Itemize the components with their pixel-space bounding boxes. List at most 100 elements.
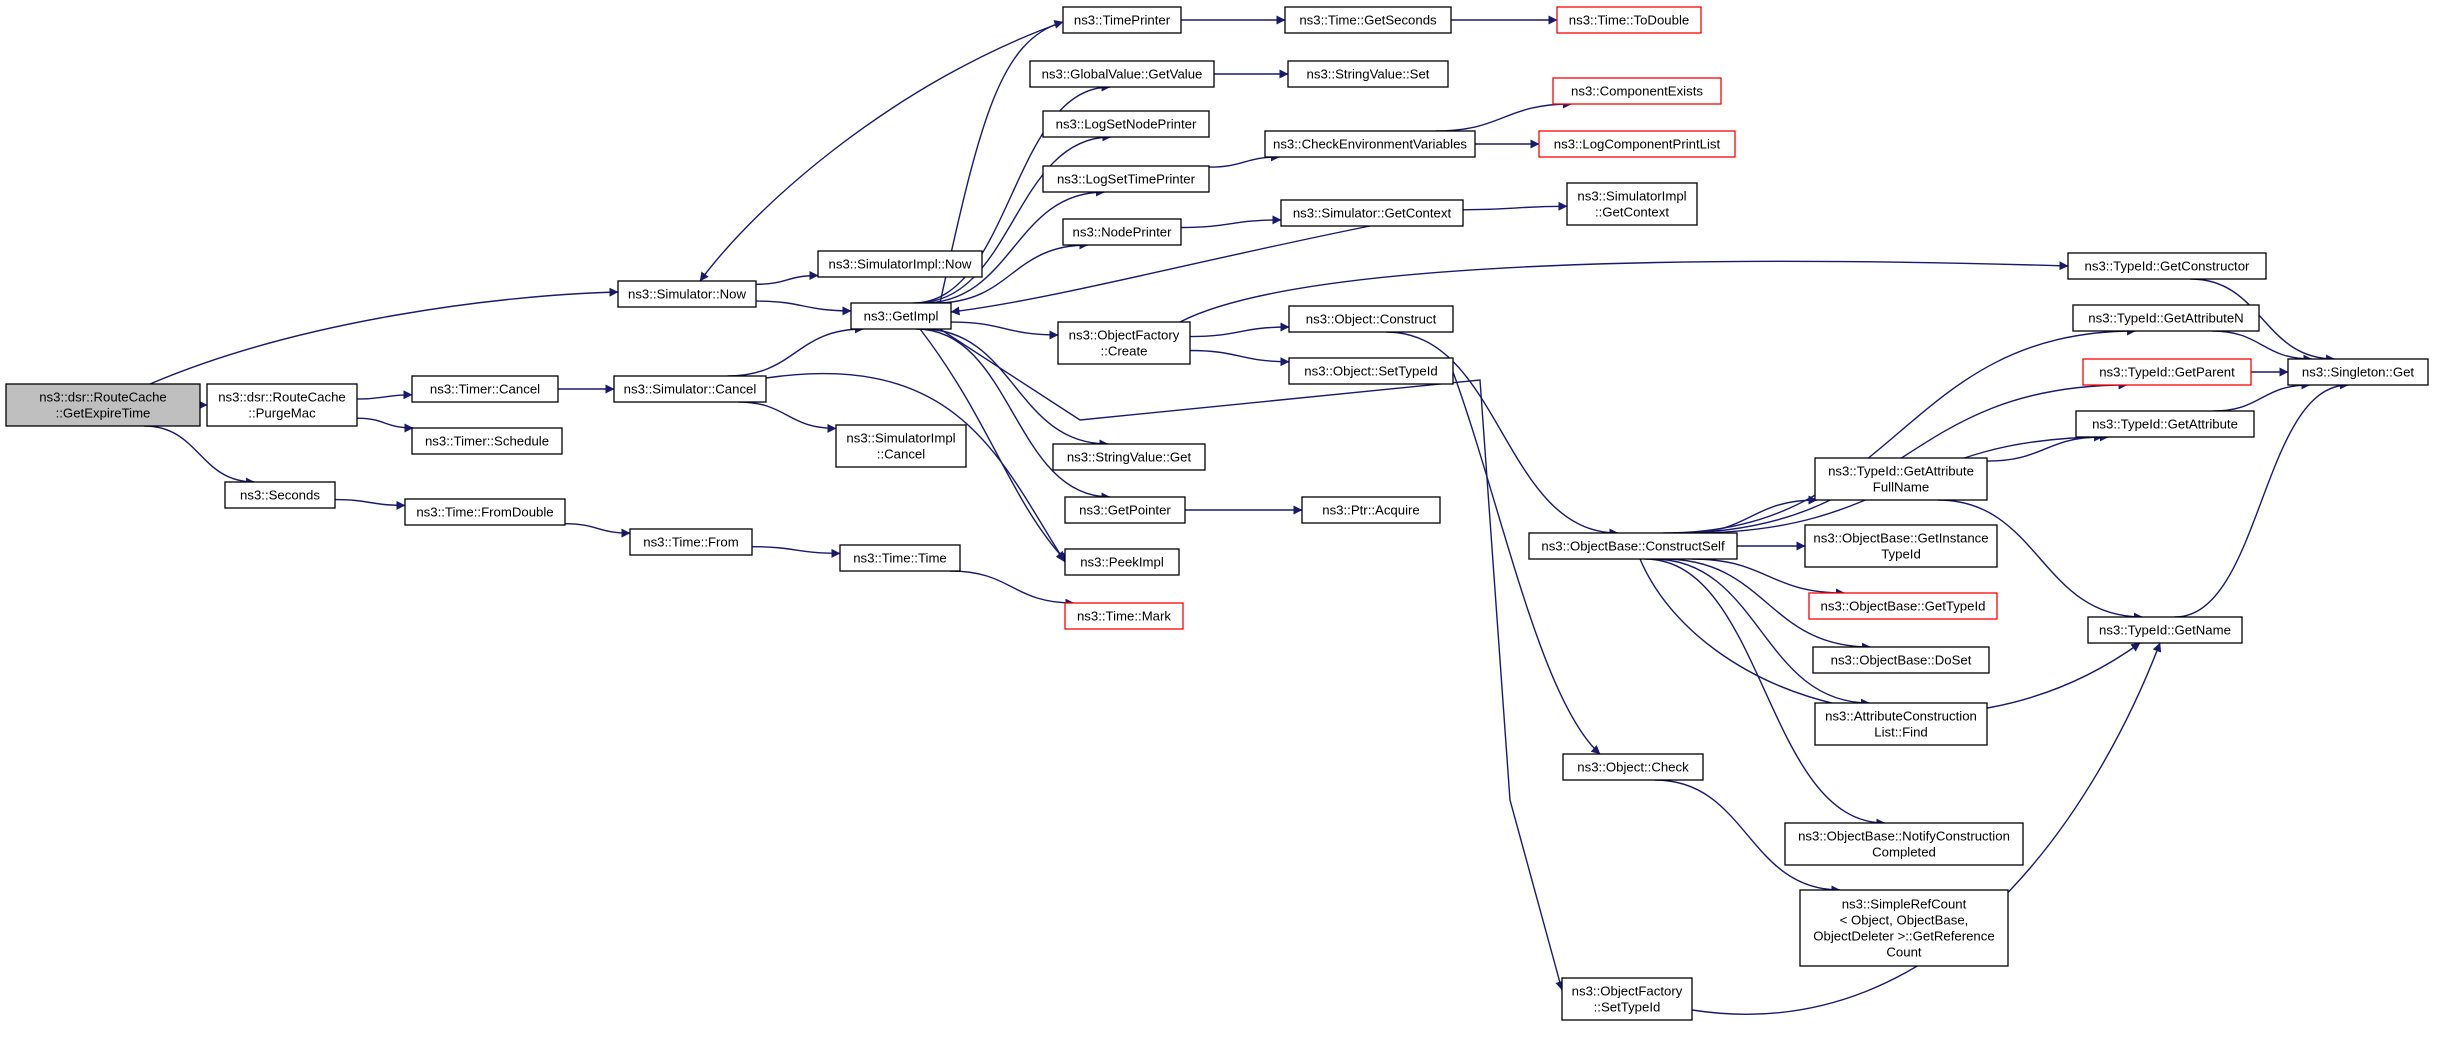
node-objbasegettypeid[interactable]: ns3::ObjectBase::GetTypeId xyxy=(1808,592,1998,620)
node-logcomponentprint[interactable]: ns3::LogComponentPrintList xyxy=(1538,130,1736,158)
node-objconstruct[interactable]: ns3::Object::Construct xyxy=(1288,305,1454,333)
node-box[interactable] xyxy=(2087,616,2243,644)
node-simimplnow[interactable]: ns3::SimulatorImpl::Now xyxy=(817,250,983,278)
node-timemark[interactable]: ns3::Time::Mark xyxy=(1064,602,1184,630)
node-box[interactable] xyxy=(839,544,961,572)
node-box[interactable] xyxy=(835,424,967,468)
node-simgetcontext[interactable]: ns3::Simulator::GetContext xyxy=(1280,199,1464,227)
node-stringvalueset[interactable]: ns3::StringValue::Set xyxy=(1287,60,1449,88)
node-purgemac[interactable]: ns3::dsr::RouteCache::PurgeMac xyxy=(206,383,358,427)
node-timercancel[interactable]: ns3::Timer::Cancel xyxy=(411,375,559,403)
node-box[interactable] xyxy=(1057,321,1191,365)
node-box[interactable] xyxy=(224,481,336,509)
node-box[interactable] xyxy=(1264,130,1476,158)
node-box[interactable] xyxy=(1062,218,1182,246)
node-box[interactable] xyxy=(2075,410,2255,438)
node-box[interactable] xyxy=(1552,77,1722,105)
node-seconds[interactable]: ns3::Seconds xyxy=(224,481,336,509)
node-box[interactable] xyxy=(1284,6,1452,34)
node-ptracquire[interactable]: ns3::Ptr::Acquire xyxy=(1301,496,1441,524)
node-checkenv[interactable]: ns3::CheckEnvironmentVariables xyxy=(1264,130,1476,158)
node-box[interactable] xyxy=(1814,702,1988,746)
node-doset[interactable]: ns3::ObjectBase::DoSet xyxy=(1812,646,1990,674)
node-singletonget[interactable]: ns3::Singleton::Get xyxy=(2287,358,2429,386)
node-box[interactable] xyxy=(404,498,566,526)
node-getpointer[interactable]: ns3::GetPointer xyxy=(1064,496,1186,524)
node-simnow[interactable]: ns3::Simulator::Now xyxy=(617,280,757,308)
node-timetodouble[interactable]: ns3::Time::ToDouble xyxy=(1556,6,1702,34)
node-typeidgetparent[interactable]: ns3::TypeId::GetParent xyxy=(2082,358,2252,386)
node-box[interactable] xyxy=(617,280,757,308)
node-box[interactable] xyxy=(613,375,767,403)
node-box[interactable] xyxy=(2287,358,2429,386)
node-box[interactable] xyxy=(2067,252,2267,280)
node-box[interactable] xyxy=(1538,130,1736,158)
node-box[interactable] xyxy=(1287,60,1449,88)
node-box[interactable] xyxy=(629,528,753,556)
node-logtimeprinter[interactable]: ns3::LogSetTimePrinter xyxy=(1042,165,1210,193)
node-globalvalue[interactable]: ns3::GlobalValue::GetValue xyxy=(1029,60,1215,88)
node-notifyconstruction[interactable]: ns3::ObjectBase::NotifyConstructionCompl… xyxy=(1784,822,2024,866)
node-box[interactable] xyxy=(1561,977,1693,1021)
node-box[interactable] xyxy=(1064,496,1186,524)
node-box[interactable] xyxy=(2072,304,2260,332)
node-typeidgetattr[interactable]: ns3::TypeId::GetAttribute xyxy=(2075,410,2255,438)
node-box[interactable] xyxy=(1042,165,1210,193)
node-typeidgetattrn[interactable]: ns3::TypeId::GetAttributeN xyxy=(2072,304,2260,332)
node-box[interactable] xyxy=(1804,524,1998,568)
node-box[interactable] xyxy=(1029,60,1215,88)
node-box[interactable] xyxy=(5,383,201,427)
node-constructself[interactable]: ns3::ObjectBase::ConstructSelf xyxy=(1528,532,1738,560)
node-getimpl[interactable]: ns3::GetImpl xyxy=(850,302,952,330)
node-typeidgetname[interactable]: ns3::TypeId::GetName xyxy=(2087,616,2243,644)
node-box[interactable] xyxy=(1280,199,1464,227)
node-box[interactable] xyxy=(1812,646,1990,674)
node-componentexists[interactable]: ns3::ComponentExists xyxy=(1552,77,1722,105)
node-objfactorycreate[interactable]: ns3::ObjectFactory::Create xyxy=(1057,321,1191,365)
node-lognodeprinter[interactable]: ns3::LogSetNodePrinter xyxy=(1042,110,1210,138)
node-box[interactable] xyxy=(1062,6,1182,34)
node-simimplcancel[interactable]: ns3::SimulatorImpl::Cancel xyxy=(835,424,967,468)
node-box[interactable] xyxy=(1799,889,2009,967)
node-box[interactable] xyxy=(1808,592,1998,620)
node-objsettypeid[interactable]: ns3::Object::SetTypeId xyxy=(1288,357,1454,385)
node-box[interactable] xyxy=(411,375,559,403)
node-box[interactable] xyxy=(1562,753,1704,781)
node-box[interactable] xyxy=(817,250,983,278)
node-simimplgetcontext[interactable]: ns3::SimulatorImpl::GetContext xyxy=(1566,182,1698,226)
node-simcancel[interactable]: ns3::Simulator::Cancel xyxy=(613,375,767,403)
node-box[interactable] xyxy=(1556,6,1702,34)
node-peekimpl[interactable]: ns3::PeekImpl xyxy=(1064,548,1180,576)
node-stringvalueget[interactable]: ns3::StringValue::Get xyxy=(1052,443,1206,471)
node-nodeprinter[interactable]: ns3::NodePrinter xyxy=(1062,218,1182,246)
node-box[interactable] xyxy=(1566,182,1698,226)
node-timeprinter[interactable]: ns3::TimePrinter xyxy=(1062,6,1182,34)
node-box[interactable] xyxy=(1528,532,1738,560)
node-box[interactable] xyxy=(1784,822,2024,866)
node-box[interactable] xyxy=(411,427,563,455)
node-timefromdouble[interactable]: ns3::Time::FromDouble xyxy=(404,498,566,526)
node-simplerefcount[interactable]: ns3::SimpleRefCount< Object, ObjectBase,… xyxy=(1799,889,2009,967)
node-box[interactable] xyxy=(206,383,358,427)
node-box[interactable] xyxy=(1288,305,1454,333)
node-timerschedule[interactable]: ns3::Timer::Schedule xyxy=(411,427,563,455)
node-box[interactable] xyxy=(1042,110,1210,138)
node-timetime[interactable]: ns3::Time::Time xyxy=(839,544,961,572)
node-timegetseconds[interactable]: ns3::Time::GetSeconds xyxy=(1284,6,1452,34)
node-box[interactable] xyxy=(1064,548,1180,576)
node-box[interactable] xyxy=(1814,457,1988,501)
node-box[interactable] xyxy=(1064,602,1184,630)
node-box[interactable] xyxy=(1288,357,1454,385)
node-box[interactable] xyxy=(1301,496,1441,524)
node-objfactorysettypeid[interactable]: ns3::ObjectFactory::SetTypeId xyxy=(1561,977,1693,1021)
node-root[interactable]: ns3::dsr::RouteCache::GetExpireTime xyxy=(5,383,201,427)
node-box[interactable] xyxy=(850,302,952,330)
node-box[interactable] xyxy=(2082,358,2252,386)
node-timefrom[interactable]: ns3::Time::From xyxy=(629,528,753,556)
node-typeidgetconstructor[interactable]: ns3::TypeId::GetConstructor xyxy=(2067,252,2267,280)
node-objcheck[interactable]: ns3::Object::Check xyxy=(1562,753,1704,781)
node-box[interactable] xyxy=(1052,443,1206,471)
